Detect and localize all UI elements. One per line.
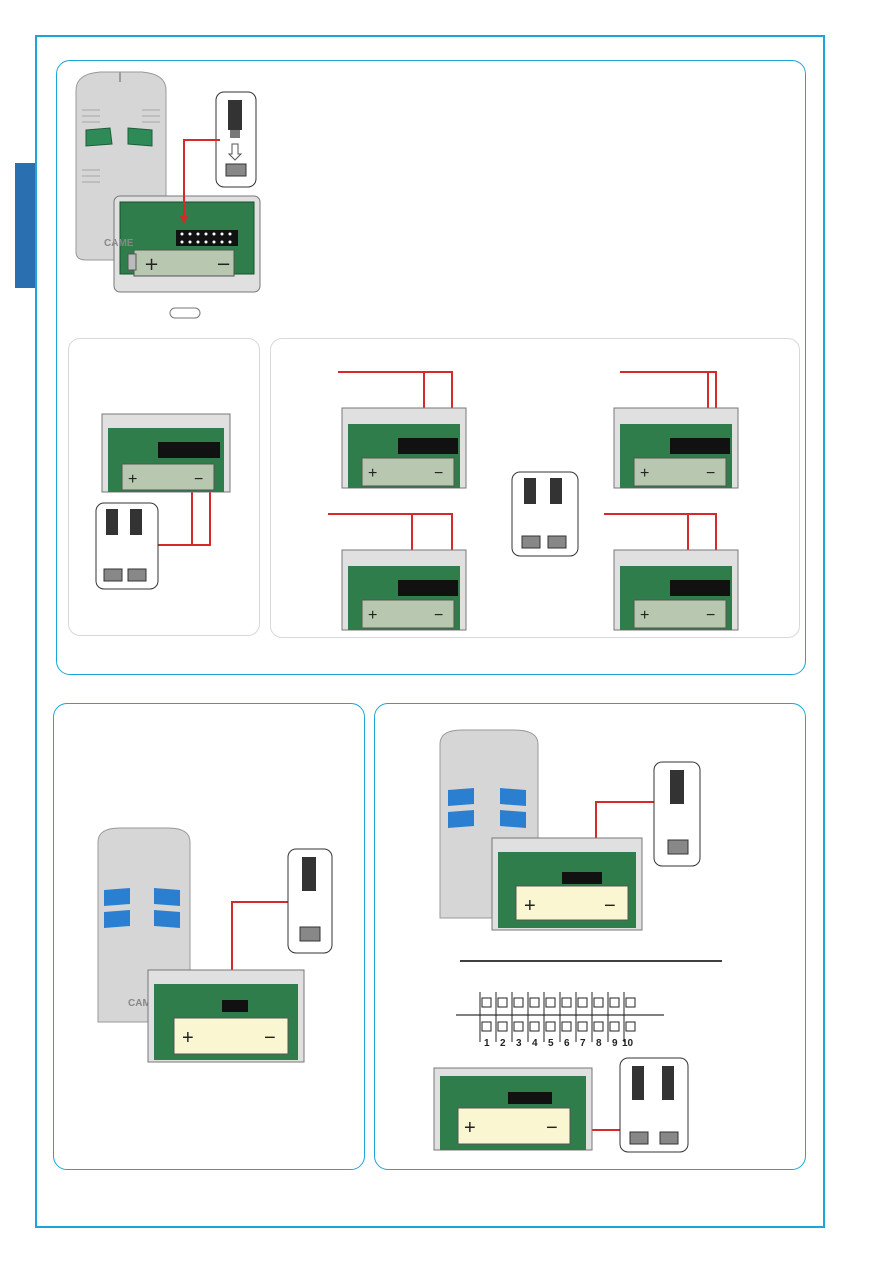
svg-text:−: − xyxy=(706,607,715,624)
dip-number-4: 4 xyxy=(532,1038,538,1049)
dip-number-3: 3 xyxy=(516,1038,522,1049)
svg-text:+: + xyxy=(182,1027,194,1049)
page-frame xyxy=(35,35,825,1228)
svg-text:−: − xyxy=(264,1027,276,1049)
right-subpanel xyxy=(270,338,800,638)
svg-text:+: + xyxy=(128,471,137,488)
logo-text: CAME xyxy=(104,238,134,249)
svg-text:+: + xyxy=(524,895,536,917)
pcb-config-1: +− xyxy=(341,407,467,489)
svg-text:+: + xyxy=(640,465,649,482)
remote-4-button-blue-right: +− xyxy=(439,729,643,931)
dip-number-6: 6 xyxy=(564,1038,570,1049)
jumper-callout-left xyxy=(95,502,159,590)
pcb-left-subpanel: + − xyxy=(101,413,231,493)
svg-text:−: − xyxy=(434,465,443,482)
jumper-callout-bottom-right xyxy=(653,761,701,867)
dip-switch-table xyxy=(479,992,636,1042)
dip-number-7: 7 xyxy=(580,1038,586,1049)
top-panel xyxy=(56,60,806,675)
svg-text:+: + xyxy=(640,607,649,624)
svg-text:−: − xyxy=(604,895,616,917)
svg-text:−: − xyxy=(434,607,443,624)
svg-text:+: + xyxy=(464,1117,476,1139)
svg-text:+: + xyxy=(368,465,377,482)
pcb-config-3: +− xyxy=(341,549,467,631)
pcb-board: + − xyxy=(113,195,261,319)
jumper-callout-bottom-right-lower xyxy=(619,1057,689,1153)
pcb-config-2: +− xyxy=(613,407,739,489)
left-subpanel xyxy=(68,338,260,636)
remote-2-button-green: + − CAME xyxy=(75,71,261,319)
side-tab xyxy=(15,163,35,288)
svg-text:−: − xyxy=(194,471,203,488)
svg-text:−: − xyxy=(216,254,231,275)
dip-number-1: 1 xyxy=(484,1038,490,1049)
svg-text:CAME: CAME xyxy=(128,998,158,1009)
bottom-right-panel xyxy=(374,703,806,1170)
svg-text:+: + xyxy=(144,254,159,275)
pcb-bottom-right-lower: +− xyxy=(433,1067,593,1151)
dip-number-9: 9 xyxy=(612,1038,618,1049)
jumper-callout-bottom-left xyxy=(287,848,333,954)
remote-4-button-blue-left: CAME + − xyxy=(97,827,305,1063)
bottom-left-panel xyxy=(53,703,365,1170)
dip-number-2: 2 xyxy=(500,1038,506,1049)
svg-text:−: − xyxy=(706,465,715,482)
svg-text:−: − xyxy=(546,1117,558,1139)
dip-number-10: 10 xyxy=(622,1038,634,1049)
dip-number-5: 5 xyxy=(548,1038,554,1049)
pcb-config-4: +− xyxy=(613,549,739,631)
svg-text:+: + xyxy=(368,607,377,624)
jumper-callout-center xyxy=(511,471,579,557)
dip-number-8: 8 xyxy=(596,1038,602,1049)
